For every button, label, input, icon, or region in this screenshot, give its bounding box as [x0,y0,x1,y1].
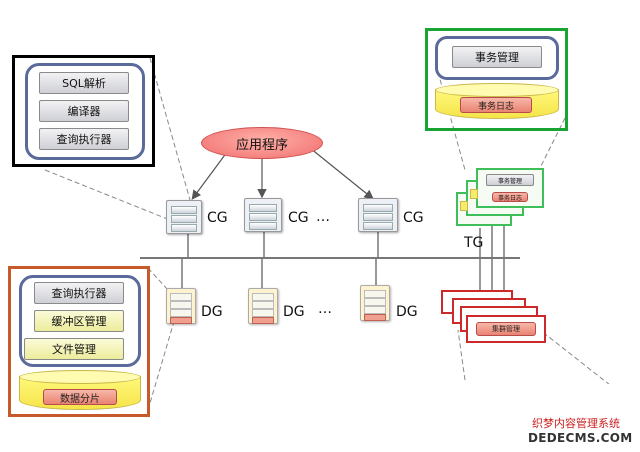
dg-ellipsis: … [318,301,332,317]
dg-node-3 [360,285,390,321]
callout-line-dg-bottom [147,317,176,411]
cg-label-3: CG [403,210,424,226]
application-node: 应用程序 [201,127,323,159]
cg-ellipsis: … [316,209,330,225]
dg-node-1 [166,288,196,324]
callout-line-tg-right [539,117,566,169]
dg-label-1: DG [201,304,223,320]
dg-item-file-manager: 文件管理 [24,338,124,360]
tg-item-transaction-log: 事务日志 [460,97,532,113]
dg-detail-frame: 查询执行器 缓冲区管理 文件管理 数据分片 [8,266,150,417]
callout-line-cg-top [149,57,191,201]
dg-item-data-partition: 数据分片 [43,389,117,405]
cg-node-1 [166,200,202,234]
dg-detail-container: 查询执行器 缓冲区管理 文件管理 [19,275,141,367]
watermark-domain: DEDECMS.COM [528,431,633,445]
arrow-app-cg3 [309,147,374,200]
cg-label-2: CG [288,210,309,226]
cg-item-compiler: 编译器 [39,100,129,122]
callout-line-red-right [539,329,611,386]
dg-node-2 [248,288,278,324]
callout-line-dg-top [147,267,169,291]
dg-item-buffer-manager: 缓冲区管理 [34,310,124,332]
red-stack-card-1: 集群管理 [466,315,546,343]
tg-stack-card-1: 事务管理 事务日志 [476,168,544,208]
tg-stack-edge-2 [470,189,478,199]
tg-stack-log: 事务日志 [492,192,528,202]
cg-node-3 [358,198,398,232]
callout-line-cg-bottom [44,169,171,221]
cg-label-1: CG [207,210,228,226]
dg-label-2: DG [283,304,305,320]
dg-item-query-executor: 查询执行器 [34,282,124,304]
red-stack-label: 集群管理 [476,322,536,336]
arrow-app-cg1 [191,147,231,200]
cg-item-sql-parse: SQL解析 [39,72,129,94]
tg-log-cylinder: 事务日志 [435,83,559,125]
dg-label-3: DG [396,304,418,320]
tg-label: TG [464,235,484,251]
cg-node-2 [244,198,282,232]
tg-detail-frame: 事务管理 事务日志 [425,28,568,131]
tg-detail-container: 事务管理 [435,36,559,80]
callout-line-red-left [457,329,466,381]
watermark-panel [463,384,640,452]
tg-item-transaction-manager: 事务管理 [452,46,542,68]
cg-detail-container: SQL解析 编译器 查询执行器 [25,63,145,160]
cg-detail-frame: SQL解析 编译器 查询执行器 [12,55,155,167]
tg-stack-edge-1 [460,201,468,211]
dg-partition-cylinder: 数据分片 [19,370,141,414]
watermark-title: 织梦内容管理系统 [532,417,620,430]
tg-stack-manager: 事务管理 [486,174,534,186]
cg-item-query-executor: 查询执行器 [39,128,129,150]
